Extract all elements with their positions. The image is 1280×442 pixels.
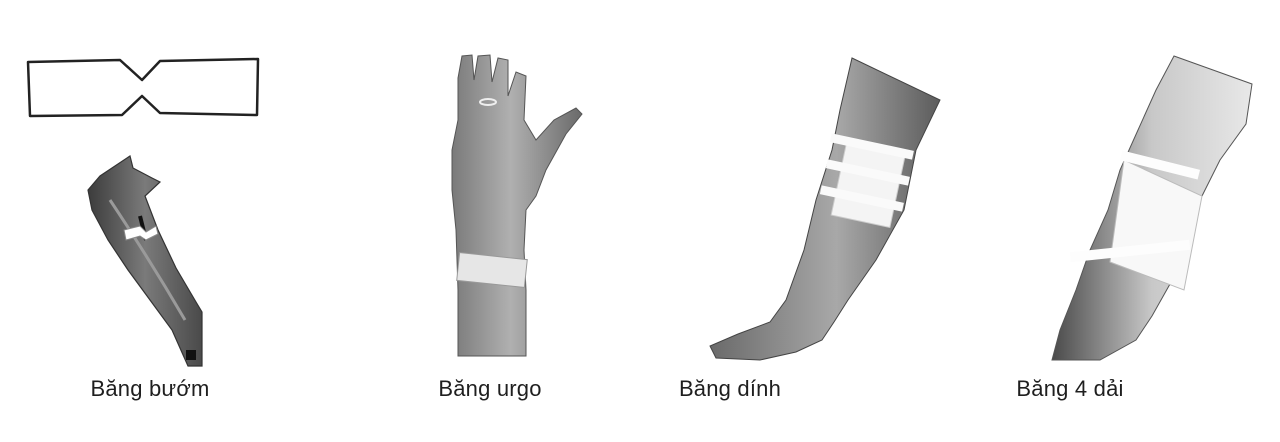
adhesive-dressing <box>819 133 914 229</box>
limb-shape <box>87 155 203 367</box>
leg-adhesive-dressing-icon <box>709 57 941 361</box>
panel-butterfly-bandage: Băng bướm <box>0 0 300 442</box>
caption-urgo-bandage: Băng urgo <box>438 376 542 401</box>
panel-urgo-bandage: Băng urgo <box>340 0 640 442</box>
hand-and-forearm <box>451 54 583 357</box>
butterfly-shape-outline <box>26 57 260 118</box>
caption-four-tail-bandage: Băng 4 dải <box>1016 376 1124 401</box>
caption-butterfly-bandage: Băng bướm <box>90 376 210 401</box>
lower-leg-shape <box>709 57 941 361</box>
four-tail-dressing <box>1069 150 1203 291</box>
four-tail-bandage-icon <box>1051 55 1253 361</box>
caption-adhesive-bandage: Băng dính <box>678 376 782 401</box>
urgo-strip <box>456 251 528 289</box>
wrist-adhesive-strip-icon <box>451 54 583 357</box>
butterfly-strip <box>123 225 159 241</box>
panel-adhesive-bandage: Băng dính <box>620 0 960 442</box>
butterfly-bandage-icon <box>26 57 260 367</box>
panel-four-tail-bandage: Băng 4 dải <box>960 0 1280 442</box>
